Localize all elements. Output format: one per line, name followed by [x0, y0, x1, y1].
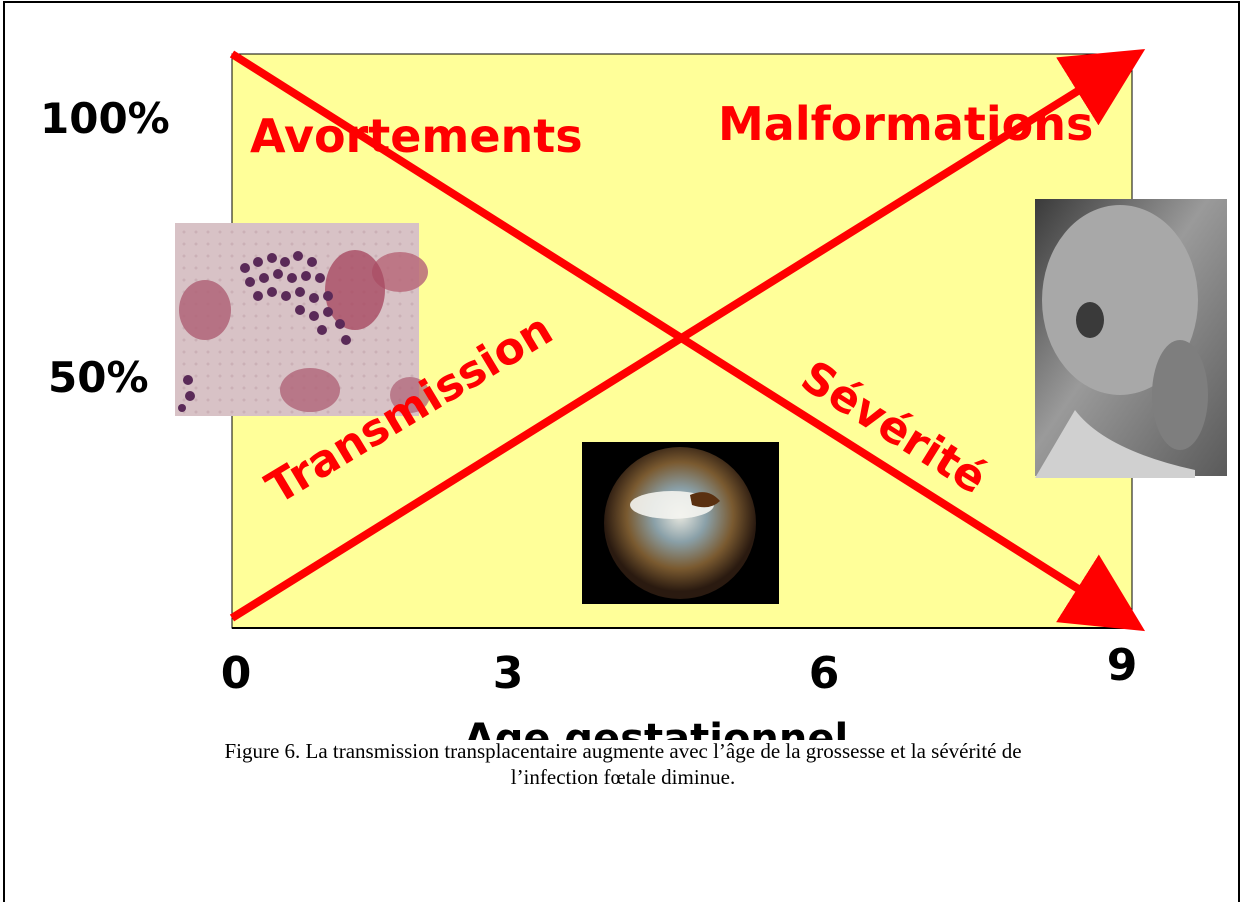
- caption-line-2: l’infection fœtale diminue.: [40, 764, 1206, 790]
- y-label-100: 100%: [40, 94, 170, 143]
- x-tick-6: 6: [809, 648, 840, 699]
- caption-line-1: Figure 6. La transmission transplacentai…: [40, 738, 1206, 764]
- parasite-micrograph-image: [175, 223, 430, 416]
- x-axis-title: Age gestationnel: [464, 716, 848, 740]
- infant-photo-image: [1035, 199, 1227, 478]
- figure-caption: Figure 6. La transmission transplacentai…: [40, 738, 1206, 790]
- diagram: 100% 50%: [0, 0, 1246, 740]
- retina-photo-image: [582, 442, 779, 604]
- x-tick-9: 9: [1107, 640, 1138, 691]
- label-malformations: Malformations: [718, 97, 1093, 151]
- x-tick-3: 3: [493, 648, 524, 699]
- x-tick-0: 0: [221, 648, 252, 699]
- y-label-50: 50%: [48, 353, 149, 402]
- label-avortements: Avortements: [250, 109, 583, 163]
